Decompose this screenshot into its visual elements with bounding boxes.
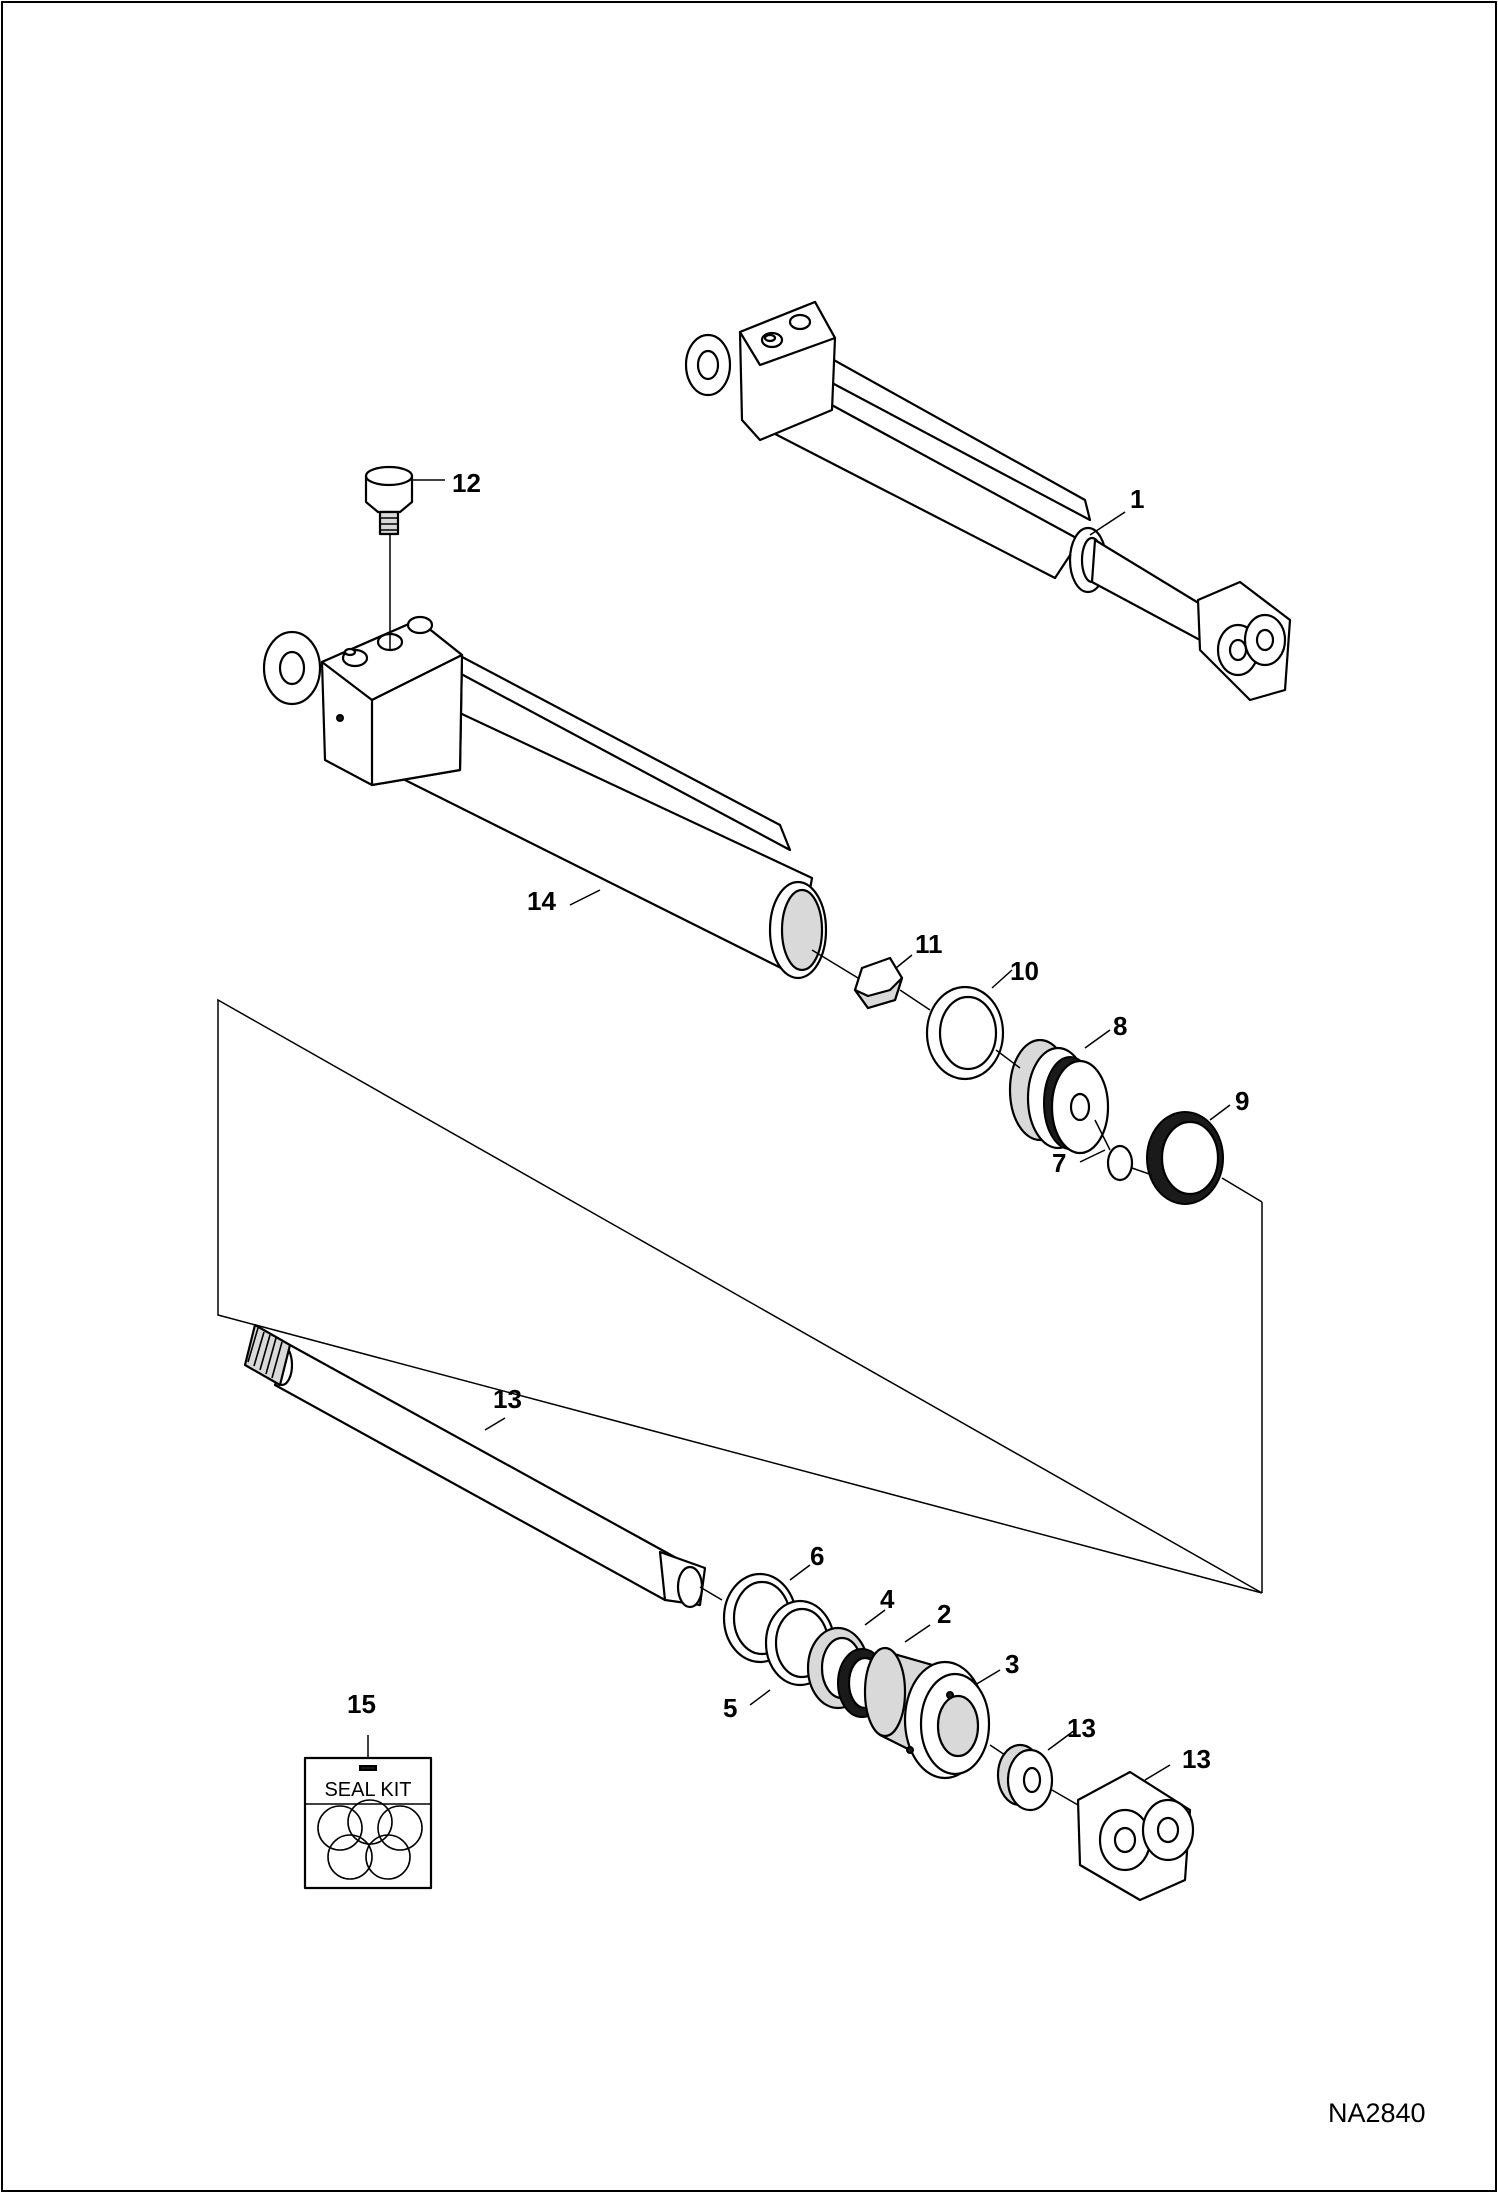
seal-kit-15: SEAL KIT bbox=[303, 1756, 433, 1890]
callout-12: 12 bbox=[452, 468, 481, 498]
seal-kit-label: SEAL KIT bbox=[324, 1779, 411, 1801]
piston-seal-9 bbox=[1146, 1111, 1224, 1205]
callout-leaders bbox=[367, 479, 1231, 1781]
callout-4: 4 bbox=[880, 1584, 895, 1614]
callout-numbers: 1 12 14 11 10 8 9 7 13 6 4 2 5 3 13 13 1… bbox=[347, 468, 1249, 1774]
callout-6: 6 bbox=[810, 1541, 824, 1571]
plug-fitting bbox=[364, 465, 414, 650]
nut-11 bbox=[853, 956, 904, 1010]
callout-7: 7 bbox=[1052, 1148, 1066, 1178]
rod-clevis-13 bbox=[1051, 1770, 1195, 1902]
callout-13-rod: 13 bbox=[493, 1384, 522, 1414]
callout-1: 1 bbox=[1130, 484, 1144, 514]
callout-5: 5 bbox=[723, 1693, 737, 1723]
drawing-code: NA2840 bbox=[1328, 2098, 1426, 2128]
callout-8: 8 bbox=[1113, 1011, 1127, 1041]
callout-13-spacer: 13 bbox=[1067, 1713, 1096, 1743]
rod-explode-line bbox=[699, 1586, 723, 1601]
cylinder-barrel bbox=[262, 615, 828, 980]
callout-11: 11 bbox=[915, 929, 943, 959]
callout-15: 15 bbox=[347, 1689, 376, 1719]
piston-rod-13 bbox=[243, 1323, 707, 1609]
callout-14: 14 bbox=[527, 886, 556, 916]
wear-ring-10 bbox=[925, 985, 1005, 1081]
piston-8 bbox=[1008, 1038, 1110, 1155]
callout-2: 2 bbox=[937, 1599, 951, 1629]
explode-lines bbox=[217, 949, 1263, 1594]
callout-13-clevis: 13 bbox=[1182, 1744, 1211, 1774]
o-ring-7 bbox=[1106, 1144, 1134, 1182]
callout-3: 3 bbox=[1005, 1649, 1019, 1679]
callout-10: 10 bbox=[1010, 956, 1039, 986]
assembled-cylinder bbox=[684, 300, 1292, 702]
callout-9: 9 bbox=[1235, 1086, 1249, 1116]
gland-3 bbox=[863, 1646, 991, 1780]
spacer-13 bbox=[989, 1743, 1054, 1812]
ring-6 bbox=[722, 1572, 798, 1664]
